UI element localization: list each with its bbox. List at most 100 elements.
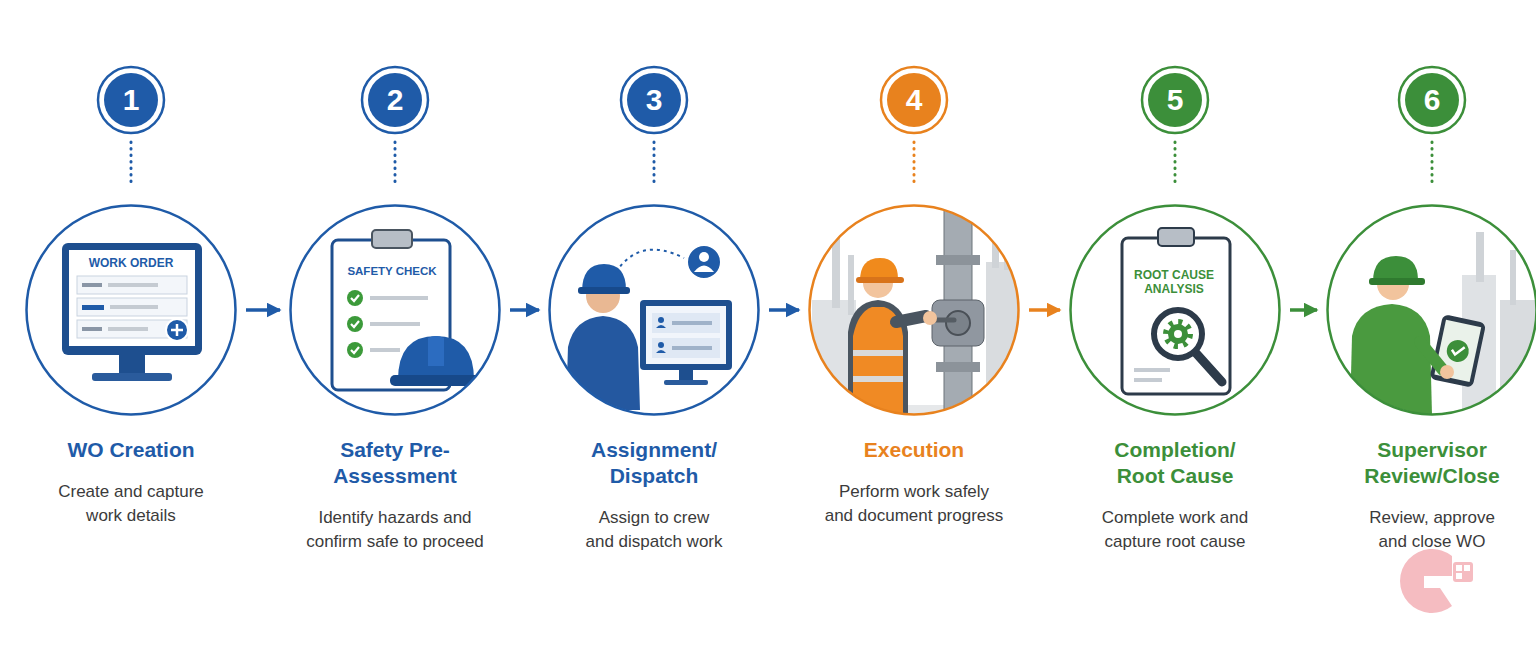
step-number-badge: 5 bbox=[1140, 65, 1210, 135]
illustration-part bbox=[108, 283, 158, 287]
illustration-part bbox=[77, 276, 187, 294]
step-number: 3 bbox=[646, 84, 663, 116]
circle-outline bbox=[1326, 204, 1536, 416]
illustration-part bbox=[1500, 300, 1536, 420]
illustration-part bbox=[853, 350, 903, 356]
supervisor-illustration bbox=[1350, 232, 1536, 420]
illustration-part bbox=[82, 305, 104, 310]
illustration-part bbox=[1429, 314, 1486, 388]
illustration-part bbox=[1158, 228, 1194, 246]
illustration-part bbox=[679, 370, 693, 380]
illustration-part bbox=[856, 277, 904, 283]
badge-ring bbox=[98, 67, 164, 133]
illustration-part bbox=[398, 336, 474, 380]
illustration-part bbox=[1174, 330, 1182, 338]
step-description: Perform work safely and document progres… bbox=[799, 480, 1029, 528]
flow-arrow bbox=[1290, 308, 1317, 312]
circle-outline bbox=[548, 204, 760, 416]
step-title: Assignment/ Dispatch bbox=[579, 437, 729, 489]
step-number: 1 bbox=[123, 84, 140, 116]
step-description: Complete work and capture root cause bbox=[1060, 506, 1290, 554]
illustration-label: SAFETY CHECK bbox=[337, 265, 447, 278]
illustration-part bbox=[1195, 352, 1222, 382]
illustration-part bbox=[119, 355, 145, 373]
circle-ring bbox=[810, 206, 1019, 415]
circle-ring bbox=[550, 206, 759, 415]
step-caption: ExecutionPerform work safely and documen… bbox=[784, 437, 1044, 528]
circle-outline bbox=[1069, 204, 1281, 416]
illustration-part bbox=[372, 230, 412, 248]
illustration-part bbox=[672, 321, 712, 325]
illustration-part bbox=[848, 255, 854, 315]
step-title: WO Creation bbox=[31, 437, 231, 463]
illustration-part bbox=[923, 311, 937, 325]
illustration-part bbox=[171, 324, 183, 336]
flow-arrow bbox=[769, 308, 799, 312]
illustration-part bbox=[936, 255, 980, 265]
badge-ring bbox=[1399, 67, 1465, 133]
illustration-part bbox=[896, 316, 926, 322]
illustration-part bbox=[1453, 562, 1473, 582]
step-caption: Completion/ Root CauseComplete work and … bbox=[1045, 437, 1305, 554]
dotted-connector bbox=[1431, 142, 1434, 186]
flow-arrow bbox=[1029, 308, 1060, 312]
badge-fill bbox=[887, 73, 941, 127]
badge-ring bbox=[881, 67, 947, 133]
illustration-part bbox=[853, 376, 903, 382]
step-circle: Assignment/ DispatchAssign to crew and d… bbox=[548, 204, 760, 416]
illustration-part bbox=[370, 296, 428, 300]
illustration-part bbox=[1350, 304, 1432, 415]
illustration-part bbox=[699, 252, 709, 262]
illustration-part bbox=[1476, 232, 1484, 282]
illustration-part bbox=[82, 327, 102, 331]
step-number: 4 bbox=[906, 84, 923, 116]
step-title: Execution bbox=[814, 437, 1014, 463]
step-number: 5 bbox=[1167, 84, 1184, 116]
circle-ring bbox=[27, 206, 236, 415]
illustration-part bbox=[1451, 345, 1465, 356]
step-description: Review, approve and close WO bbox=[1317, 506, 1536, 554]
illustration-part bbox=[658, 342, 664, 348]
illustration-part bbox=[1464, 565, 1470, 571]
illustration-part bbox=[1134, 368, 1170, 372]
illustration-part bbox=[656, 325, 666, 328]
illustration-part bbox=[1400, 549, 1452, 613]
circle-outline bbox=[25, 204, 237, 416]
circle-outline bbox=[808, 204, 1020, 416]
step-caption: Assignment/ DispatchAssign to crew and d… bbox=[524, 437, 784, 554]
illustration-part bbox=[832, 238, 840, 308]
illustration-label: WORK ORDER bbox=[71, 257, 191, 271]
illustration-part bbox=[1168, 324, 1188, 344]
illustration-part bbox=[687, 245, 721, 279]
illustration-part bbox=[616, 250, 684, 272]
badge-ring bbox=[621, 67, 687, 133]
illustration-part bbox=[652, 313, 720, 333]
illustration-part bbox=[652, 338, 720, 358]
illustration-part bbox=[946, 311, 970, 335]
illustration-part bbox=[1445, 338, 1471, 364]
illustration-part bbox=[1166, 322, 1190, 346]
badge-text-box: 5 bbox=[1140, 65, 1210, 135]
illustration-part bbox=[1369, 278, 1425, 285]
analysis-illustration bbox=[1122, 228, 1230, 394]
step-number-badge: 2 bbox=[360, 65, 430, 135]
illustration-part bbox=[1134, 378, 1162, 382]
illustration-part bbox=[1154, 310, 1202, 358]
step-circle: WO CreationCreate and capture work detai… bbox=[25, 204, 237, 416]
step-number-badge: 1 bbox=[96, 65, 166, 135]
illustration-part bbox=[347, 290, 363, 306]
flow-arrow bbox=[246, 308, 280, 312]
step-caption: Safety Pre-AssessmentIdentify hazards an… bbox=[265, 437, 525, 554]
illustration-part bbox=[370, 322, 420, 326]
illustration-part bbox=[656, 350, 666, 353]
circle-ring bbox=[1328, 206, 1536, 415]
badge-ring bbox=[362, 67, 428, 133]
badge-text-box: 3 bbox=[619, 65, 689, 135]
illustration-part bbox=[69, 250, 195, 346]
illustration-part bbox=[428, 336, 444, 366]
illustration-part bbox=[936, 362, 980, 372]
